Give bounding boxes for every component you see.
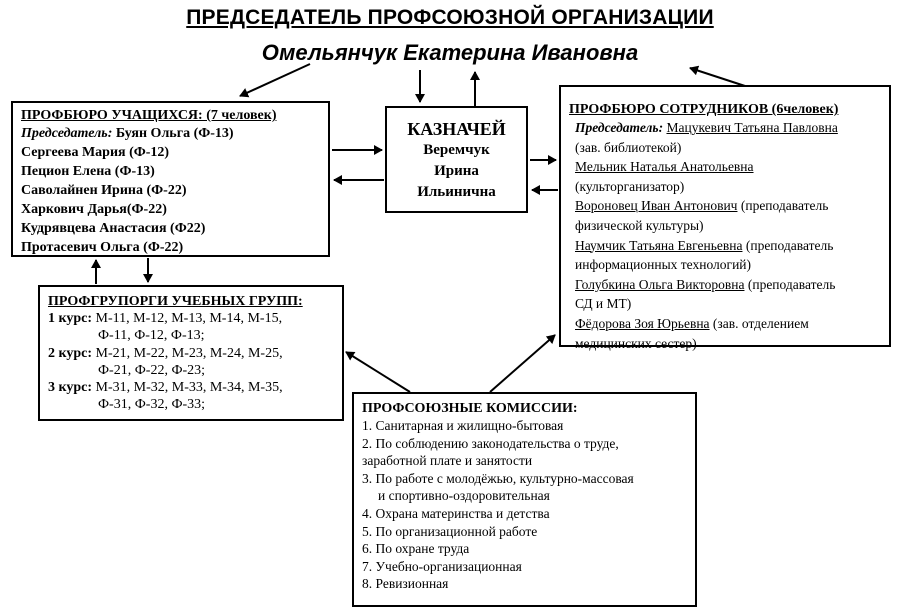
treasurer-heading: КАЗНАЧЕЙ bbox=[407, 119, 506, 139]
commissions-heading: ПРОФСОЮЗНЫЕ КОМИССИИ: bbox=[362, 401, 578, 416]
list-item: Наумчик Татьяна Евгеньевна (преподавател… bbox=[569, 236, 881, 256]
students-bureau-box: ПРОФБЮРО УЧАЩИХСЯ: (7 человек) Председат… bbox=[11, 101, 330, 257]
course-row: 2 курс: М-21, М-22, М-23, М-24, М-25, bbox=[48, 345, 334, 362]
member-role: информационных технологий) bbox=[575, 257, 752, 273]
list-item: 5. По организационной работе bbox=[362, 523, 538, 539]
member-role: (культорганизатор) bbox=[575, 178, 685, 194]
member-name: Вороновец Иван Антонович bbox=[575, 198, 738, 214]
students-bureau-chair: Председатель: Буян Ольга (Ф-13) bbox=[21, 124, 320, 143]
list-item: Фёдорова Зоя Юрьевна (зав. отделением bbox=[569, 314, 881, 334]
list-item: 2. По соблюдению законодательства о труд… bbox=[362, 435, 619, 451]
staff-bureau-chair: Председатель: Мацукевич Татьяна Павловна bbox=[569, 118, 881, 138]
member-role: (преподаватель bbox=[742, 237, 834, 253]
course-groups: Ф-31, Ф-32, Ф-33; bbox=[98, 397, 206, 413]
group-organizers-box: ПРОФГРУПОРГИ УЧЕБНЫХ ГРУПП: 1 курс: М-11… bbox=[38, 285, 344, 421]
arrow-commissions-to-groups bbox=[345, 351, 411, 393]
member-role: физической культуры) bbox=[575, 217, 704, 233]
chair-role: (зав. библиотекой) bbox=[575, 139, 682, 155]
course-groups: М-21, М-22, М-23, М-24, М-25, bbox=[92, 345, 283, 361]
course-groups: М-11, М-12, М-13, М-14, М-15, bbox=[92, 311, 283, 326]
list-item: Харкович Дарья(Ф-22) bbox=[21, 202, 167, 217]
member-name: Мельник Наталья Анатольевна bbox=[575, 159, 754, 175]
list-item: Мельник Наталья Анатольевна bbox=[569, 157, 881, 177]
member-role: (преподаватель bbox=[737, 198, 829, 214]
list-item: 1. Санитарная и жилищно-бытовая bbox=[362, 418, 564, 433]
list-item: Голубкина Ольга Викторовна (преподавател… bbox=[569, 275, 881, 295]
staff-bureau-heading: ПРОФБЮРО СОТРУДНИКОВ (6человек) bbox=[569, 102, 839, 117]
member-role: (преподаватель bbox=[744, 276, 836, 292]
member-role: СД и МТ) bbox=[575, 296, 632, 312]
treasurer-name-line: Веремчук bbox=[423, 142, 490, 158]
list-item: 7. Учебно-организационная bbox=[362, 558, 522, 574]
page-title: ПРЕДСЕДАТЕЛЬ ПРОФСОЮЗНОЙ ОРГАНИЗАЦИИ bbox=[186, 6, 714, 29]
course-groups: М-31, М-32, М-33, М-34, М-35, bbox=[92, 380, 283, 396]
list-item: Сергеева Мария (Ф-12) bbox=[21, 145, 170, 160]
list-item: 8. Ревизионная bbox=[362, 576, 449, 592]
arrow-commissions-to-staff bbox=[489, 334, 556, 393]
list-item: заработной плате и занятости bbox=[362, 453, 533, 469]
list-item: Саволайнен Ирина (Ф-22) bbox=[21, 183, 187, 198]
chair-name: Буян Ольга (Ф-13) bbox=[112, 126, 234, 141]
arrow-staff-to-chair bbox=[689, 65, 746, 87]
chairperson-name: Омельянчук Екатерина Ивановна bbox=[261, 40, 639, 65]
chair-label: Председатель: bbox=[575, 120, 664, 135]
member-role: (зав. отделением bbox=[709, 315, 809, 331]
chair-label: Председатель: bbox=[21, 126, 113, 141]
list-item: и спортивно-оздоровительная bbox=[378, 488, 550, 504]
course-label: 2 курс: bbox=[48, 345, 93, 361]
course-label: 1 курс: bbox=[48, 311, 93, 326]
course-groups: Ф-11, Ф-12, Ф-13; bbox=[98, 328, 205, 344]
staff-bureau-box: ПРОФБЮРО СОТРУДНИКОВ (6человек) Председа… bbox=[559, 85, 891, 351]
course-row: 3 курс: М-31, М-32, М-33, М-34, М-35, bbox=[48, 379, 334, 396]
treasurer-name-line: Ильинична bbox=[417, 184, 496, 200]
arrow-chair-to-students bbox=[239, 63, 311, 98]
group-organizers-heading: ПРОФГРУПОРГИ УЧЕБНЫХ ГРУПП: bbox=[48, 294, 303, 309]
list-item: Протасевич Ольга (Ф-22) bbox=[21, 240, 184, 255]
list-item: Вороновец Иван Антонович (преподаватель bbox=[569, 196, 881, 216]
treasurer-name-line: Ирина bbox=[434, 163, 479, 179]
member-name: Фёдорова Зоя Юрьевна bbox=[575, 315, 710, 331]
list-item: Пецион Елена (Ф-13) bbox=[21, 164, 155, 179]
course-label: 3 курс: bbox=[48, 380, 93, 396]
member-name: Голубкина Ольга Викторовна bbox=[575, 276, 745, 292]
list-item: 3. По работе с молодёжью, культурно-масс… bbox=[362, 470, 634, 486]
chair-name: Мацукевич Татьяна Павловна bbox=[666, 120, 838, 135]
list-item: Кудрявцева Анастасия (Ф22) bbox=[21, 221, 206, 236]
course-groups: Ф-21, Ф-22, Ф-23; bbox=[98, 362, 206, 378]
member-name: Наумчик Татьяна Евгеньевна bbox=[575, 237, 743, 253]
treasurer-box: КАЗНАЧЕЙ Веремчук Ирина Ильинична bbox=[385, 106, 528, 213]
students-bureau-heading: ПРОФБЮРО УЧАЩИХСЯ: (7 человек) bbox=[21, 108, 277, 123]
list-item: 4. Охрана материнства и детства bbox=[362, 505, 550, 521]
course-row: 1 курс: М-11, М-12, М-13, М-14, М-15, bbox=[48, 310, 334, 327]
member-role: медицинских сестер) bbox=[575, 335, 697, 351]
commissions-box: ПРОФСОЮЗНЫЕ КОМИССИИ: 1. Санитарная и жи… bbox=[352, 392, 697, 607]
list-item: 6. По охране труда bbox=[362, 541, 470, 557]
